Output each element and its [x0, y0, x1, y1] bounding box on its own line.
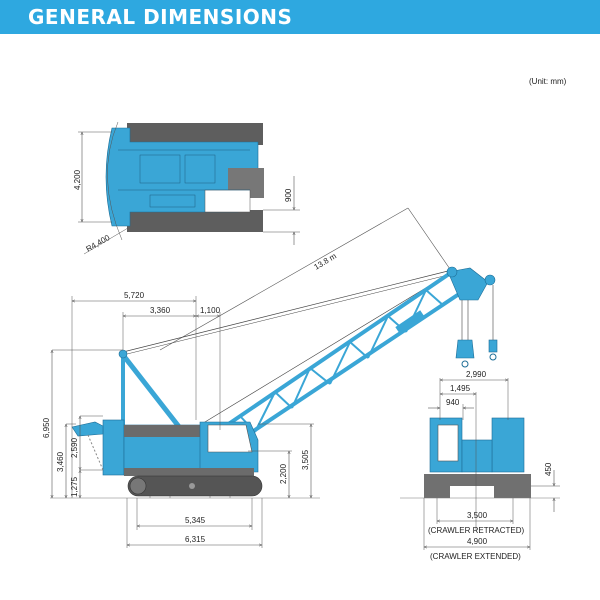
page-title: GENERAL DIMENSIONS: [28, 5, 293, 29]
header-bar: GENERAL DIMENSIONS: [0, 0, 600, 34]
dim-450: 450: [544, 462, 553, 476]
dim-1100: 1,100: [200, 306, 221, 315]
dim-6950: 6,950: [42, 417, 51, 438]
dim-2590: 2,590: [70, 437, 79, 458]
front-view: 2,990 1,495 940 450 3,500 (CRAWLER RETRA…: [400, 370, 560, 561]
crawler-retracted-label: (CRAWLER RETRACTED): [428, 526, 524, 535]
dim-2200: 2,200: [279, 463, 288, 484]
dim-4900: 4,900: [467, 537, 488, 546]
dim-5720: 5,720: [124, 291, 145, 300]
dim-3505: 3,505: [301, 449, 310, 470]
dim-6315: 6,315: [185, 535, 206, 544]
dim-2990: 2,990: [466, 370, 487, 379]
top-view: 4,200 R4,400 900: [73, 121, 300, 255]
dim-3460: 3,460: [56, 451, 65, 472]
unit-note: (Unit: mm): [529, 77, 567, 86]
dim-3360: 3,360: [150, 306, 171, 315]
dim-r4400: R4,400: [85, 233, 112, 254]
crawler-extended-label: (CRAWLER EXTENDED): [430, 552, 521, 561]
side-view: 13.8 m: [42, 207, 498, 548]
dim-940: 940: [446, 398, 460, 407]
dim-5345: 5,345: [185, 516, 206, 525]
dim-1495: 1,495: [450, 384, 471, 393]
top-track-upper: [127, 123, 263, 145]
dim-1275: 1,275: [70, 476, 79, 497]
dim-4200: 4,200: [73, 169, 82, 190]
dim-3500: 3,500: [467, 511, 488, 520]
dim-900: 900: [284, 188, 293, 202]
top-track-lower: [127, 210, 263, 232]
dim-13-8m: 13.8 m: [312, 251, 338, 271]
